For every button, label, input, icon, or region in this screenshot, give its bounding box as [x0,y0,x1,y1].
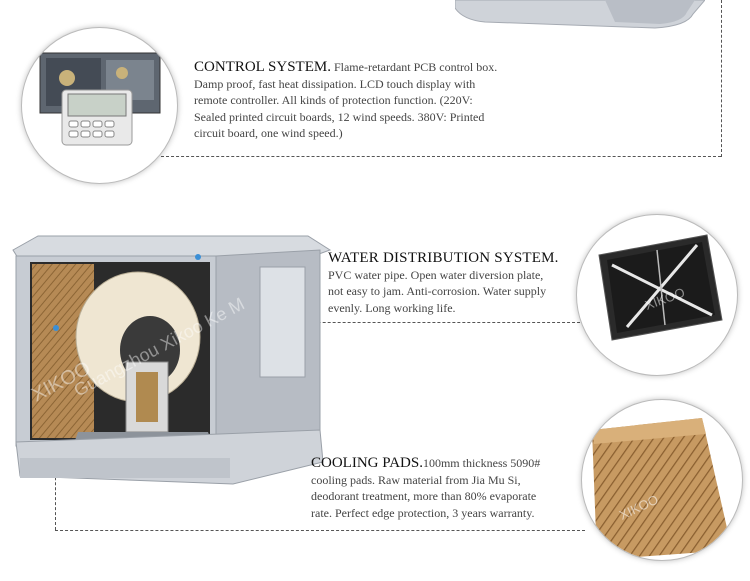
control-system-line-4: circuit board, one wind speed.) [194,126,343,140]
pad-marker-dot [53,325,59,331]
control-system-section: CONTROL SYSTEM. Flame-retardant PCB cont… [194,59,534,142]
water-tray-image: XIKOO [598,234,723,341]
control-system-body-first: Flame-retardant PCB control box. [330,60,498,74]
water-distribution-line-1: PVC water pipe. Open water diversion pla… [328,267,544,282]
cooling-pads-body-first: 100mm thickness 5090# [422,456,541,470]
water-marker-dot [195,254,201,260]
connector-cooling [55,530,585,531]
cooling-pads-title: COOLING PADS. [311,455,423,471]
control-system-line-2: remote controller. All kinds of protecti… [194,93,473,107]
cooling-pads-line-1: cooling pads. Raw material from Jia Mu S… [311,472,521,487]
control-box-image [39,52,161,146]
control-system-line-3: Sealed printed circuit boards, 12 wind s… [194,109,485,124]
control-system-line-1: Damp proof, fast heat dissipation. LCD t… [194,76,476,91]
control-box-circle [21,27,178,184]
cooling-pads-section: COOLING PADS.100mm thickness 5090# cooli… [311,455,571,521]
control-system-title: CONTROL SYSTEM. [194,59,331,75]
cooling-pad-circle: XIKOO [581,399,743,561]
cooling-pads-line-3: rate. Perfect edge protection, 3 years w… [311,505,535,520]
connector-control [161,156,721,157]
water-distribution-section: WATER DISTRIBUTION SYSTEM. PVC water pip… [328,250,578,316]
water-distribution-title: WATER DISTRIBUTION SYSTEM. [328,250,559,266]
air-cooler-unit-image: XIKOO Guangzhou Xikoo Ke M [12,235,332,485]
cooling-pad-image: XIKOO [592,418,732,560]
cooling-pads-line-2: deodorant treatment, more than 80% evapo… [311,489,537,503]
water-tray-circle: XIKOO [576,214,738,376]
connector-top-vertical [721,0,722,157]
water-distribution-line-3: evenly. Long working life. [328,300,456,315]
water-distribution-line-2: not easy to jam. Anti-corrosion. Water s… [328,284,547,298]
connector-water [198,322,590,323]
unit-top-fragment [455,0,705,29]
